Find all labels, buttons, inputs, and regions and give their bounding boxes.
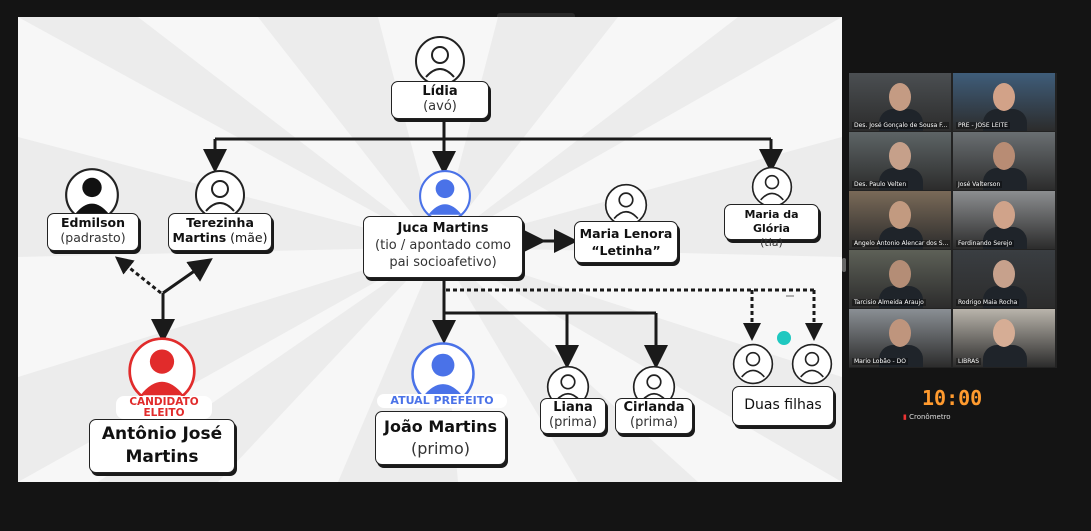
juca-relation-line2: pai socioafetivo) [389,255,497,270]
person-icon-juca [419,170,471,222]
presentation-slide: Lídia (avó) Edmilson (padrasto) Terezinh… [18,17,842,482]
participant-face [993,201,1015,229]
participant-tile[interactable]: Tarcisio Almeida Araujo [849,250,951,308]
participant-tile[interactable]: Angelo Antonio Alencar dos S... [849,191,951,249]
participant-name-label: PRE - JOSÉ LEITE [956,122,1010,129]
participant-name-label: Rodrigo Maia Rocha [956,299,1020,306]
participant-name-label: Des. Paulo Velten [852,181,909,188]
box-lidia: Lídia (avó) [391,81,489,119]
participant-body [983,109,1027,131]
duas-filhas-label: Duas filhas [744,397,822,413]
joao-relation: (primo) [410,439,471,458]
timer-label-text: Cronômetro [909,413,951,421]
maria-lenora-name-line2: “Letinha” [591,243,661,258]
teal-pointer-dot [777,331,791,345]
box-terezinha: Terezinha Martins (mãe) [168,213,272,251]
participant-tile[interactable]: LIBRAS [953,309,1055,367]
lidia-name: Lídia [422,84,458,99]
participant-tile[interactable]: Rodrigo Maia Rocha [953,250,1055,308]
tag-candidato-eleito: CANDIDATO ELEITO [116,396,212,419]
participant-face [889,142,911,170]
participant-body [879,227,923,249]
participant-face [993,260,1015,288]
box-edmilson: Edmilson (padrasto) [47,213,139,251]
terezinha-relation: (mãe) [230,230,268,245]
participant-tile[interactable]: Des. José Gonçalo de Sousa F... [849,73,951,131]
box-liana: Liana (prima) [540,398,606,434]
box-cirlanda: Cirlanda (prima) [615,398,693,434]
participant-face [889,260,911,288]
edmilson-relation: (padrasto) [60,230,126,245]
cirlanda-relation: (prima) [630,415,678,430]
box-antonio: Antônio José Martins [89,419,235,473]
box-maria-lenora: Maria Lenora “Letinha” [574,221,678,263]
antonio-name-line1: Antônio José [101,424,223,444]
participant-face [993,319,1015,347]
cirlanda-name: Cirlanda [623,400,685,415]
tag-candidato-line2: ELEITO [143,407,185,419]
person-icon-maria-gloria [751,166,793,208]
antonio-name-line2: Martins [125,447,199,467]
participant-name-label: José Valterson [956,181,1003,188]
participant-name-label: Tarcisio Almeida Araujo [852,299,926,306]
participant-face [993,83,1015,111]
participant-tile[interactable]: PRE - JOSÉ LEITE [953,73,1055,131]
joao-name: João Martins [384,417,497,436]
juca-relation-line1: (tio / apontado como [375,238,511,253]
participant-face [889,83,911,111]
participant-body [879,345,923,367]
participant-body [983,345,1027,367]
participant-name-label: LIBRAS [956,358,982,365]
participant-body [983,227,1027,249]
liana-name: Liana [553,400,593,415]
video-participants-panel: Des. José Gonçalo de Sousa F... PRE - JOS… [849,73,1057,368]
participant-name-label: Angelo Antonio Alencar dos S... [852,240,951,247]
timer-label: ▮ Cronômetro [903,413,951,421]
lidia-relation: (avó) [423,99,457,114]
participant-name-label: Ferdinando Serejo [956,240,1015,247]
participant-body [983,168,1027,190]
panel-resize-handle[interactable] [842,258,846,272]
box-joao: João Martins (primo) [375,411,506,465]
timer-icon: ▮ [903,413,907,421]
participant-body [879,168,923,190]
participant-face [889,319,911,347]
tag-atual-prefeito: ATUAL PREFEITO [377,394,507,408]
participant-body [983,286,1027,308]
terezinha-name-line2: Martins [172,230,227,245]
terezinha-name-line1: Terezinha [186,215,254,230]
participant-tile[interactable]: José Valterson [953,132,1055,190]
participant-body [879,109,923,131]
participant-tile[interactable]: Ferdinando Serejo [953,191,1055,249]
participant-body [879,286,923,308]
liana-relation: (prima) [549,415,597,430]
timer-display: 10:00 [922,386,983,410]
person-icon-filha-1 [732,343,774,385]
maria-lenora-name-line1: Maria Lenora [579,226,673,241]
participant-tile[interactable]: Mario Lobão - DO [849,309,951,367]
box-maria-gloria: Maria da Glória (tia) [724,204,819,249]
box-juca: Juca Martins (tio / apontado como pai so… [363,216,523,278]
tag-candidato-line1: CANDIDATO [129,396,199,408]
box-duas-filhas: Duas filhas [732,386,834,426]
maria-gloria-name: Maria da Glória [744,208,799,235]
edmilson-name: Edmilson [60,215,125,230]
maria-gloria-relation: (tia) [760,236,783,249]
juca-name: Juca Martins [397,221,489,236]
person-icon-cirlanda [632,365,676,409]
person-icon-filha-2 [791,343,833,385]
participant-face [889,201,911,229]
person-icon-joao [411,342,475,406]
person-icon-lidia [415,36,465,86]
participant-tile[interactable]: Des. Paulo Velten [849,132,951,190]
participant-name-label: Des. José Gonçalo de Sousa F... [852,122,950,129]
participant-face [993,142,1015,170]
participant-name-label: Mario Lobão - DO [852,358,908,365]
